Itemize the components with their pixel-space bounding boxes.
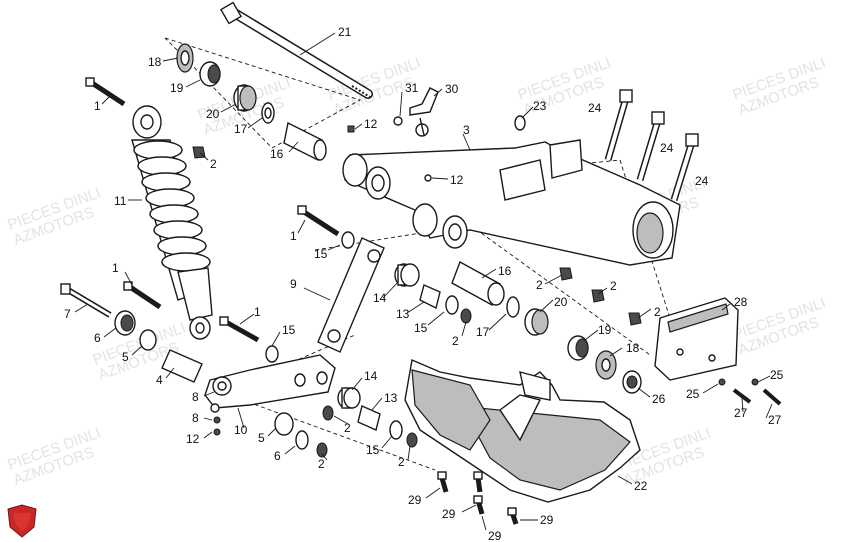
callout-1: 1 (112, 261, 119, 275)
callout-22: 22 (634, 479, 648, 493)
shock-absorber-11 (85, 77, 213, 340)
bolts-29 (437, 471, 519, 525)
callout-6: 6 (94, 331, 101, 345)
callout-21: 21 (338, 25, 352, 39)
callout-13: 13 (396, 307, 410, 321)
callout-2: 2 (344, 421, 351, 435)
callout-31: 31 (405, 81, 419, 95)
callout-29: 29 (488, 529, 502, 542)
callout-29: 29 (540, 513, 554, 527)
callout-11: 11 (114, 194, 127, 208)
chain-guard-pad-28 (654, 297, 782, 406)
azmotors-logo-icon (7, 504, 37, 538)
callout-20: 20 (206, 107, 220, 121)
callout-2: 2 (536, 278, 543, 292)
callout-2: 2 (610, 279, 617, 293)
callout-17: 17 (476, 325, 490, 339)
swingarm-3 (342, 139, 681, 266)
callout-15: 15 (314, 247, 328, 261)
callout-6: 6 (274, 449, 281, 463)
callout-26: 26 (652, 392, 666, 406)
callout-19: 19 (170, 81, 184, 95)
leader-lines (74, 32, 773, 531)
callout-17: 17 (234, 122, 248, 136)
callout-27: 27 (734, 406, 748, 420)
callout-1: 1 (290, 229, 297, 243)
callout-3: 3 (463, 123, 470, 137)
callout-14: 14 (373, 291, 387, 305)
callout-27: 27 (768, 413, 782, 427)
long-bolts-24 (514, 89, 699, 202)
lower-stack (274, 387, 418, 458)
callout-2: 2 (210, 157, 217, 171)
callout-18: 18 (148, 55, 162, 69)
callout-7: 7 (64, 307, 71, 321)
callout-13: 13 (384, 391, 398, 405)
callout-8: 8 (192, 390, 199, 404)
callout-10: 10 (234, 423, 248, 437)
callout-24: 24 (695, 174, 709, 188)
swingarm-cover-22 (404, 359, 641, 503)
callout-29: 29 (408, 493, 422, 507)
mid-bushing-stack (394, 260, 642, 394)
link-plate-9 (297, 205, 385, 353)
callout-23: 23 (533, 99, 547, 113)
callout-24: 24 (660, 141, 674, 155)
callout-19: 19 (598, 323, 612, 337)
callout-2: 2 (318, 457, 325, 471)
callout-5: 5 (122, 350, 129, 364)
callout-18: 18 (626, 341, 640, 355)
linkage-10 (204, 354, 336, 436)
callout-24: 24 (588, 101, 602, 115)
callout-25: 25 (770, 368, 784, 382)
callout-16: 16 (498, 264, 512, 278)
callout-labels: 21 18 19 20 17 16 31 30 12 3 23 24 24 24… (64, 25, 784, 542)
callout-4: 4 (156, 373, 163, 387)
callout-28: 28 (734, 295, 748, 309)
callout-12: 12 (450, 173, 464, 187)
callout-12: 12 (364, 117, 378, 131)
callout-2: 2 (398, 455, 405, 469)
bracket-30 (347, 87, 439, 137)
callout-9: 9 (290, 277, 297, 291)
callout-29: 29 (442, 507, 456, 521)
axle-bolt-21 (219, 1, 373, 99)
callout-25: 25 (686, 387, 700, 401)
callout-15: 15 (282, 323, 296, 337)
callout-1: 1 (94, 99, 101, 113)
lower-bolts-bushings (60, 281, 279, 383)
callout-15: 15 (366, 443, 380, 457)
callout-8: 8 (192, 411, 199, 425)
callout-16: 16 (270, 147, 284, 161)
callout-2: 2 (654, 305, 661, 319)
callout-5: 5 (258, 431, 265, 445)
callout-15: 15 (414, 321, 428, 335)
callout-30: 30 (445, 82, 459, 96)
callout-2: 2 (452, 334, 459, 348)
top-bushing-stack (176, 43, 327, 162)
callout-1: 1 (254, 305, 261, 319)
callout-20: 20 (554, 295, 568, 309)
callout-14: 14 (364, 369, 378, 383)
callout-12: 12 (186, 432, 200, 446)
